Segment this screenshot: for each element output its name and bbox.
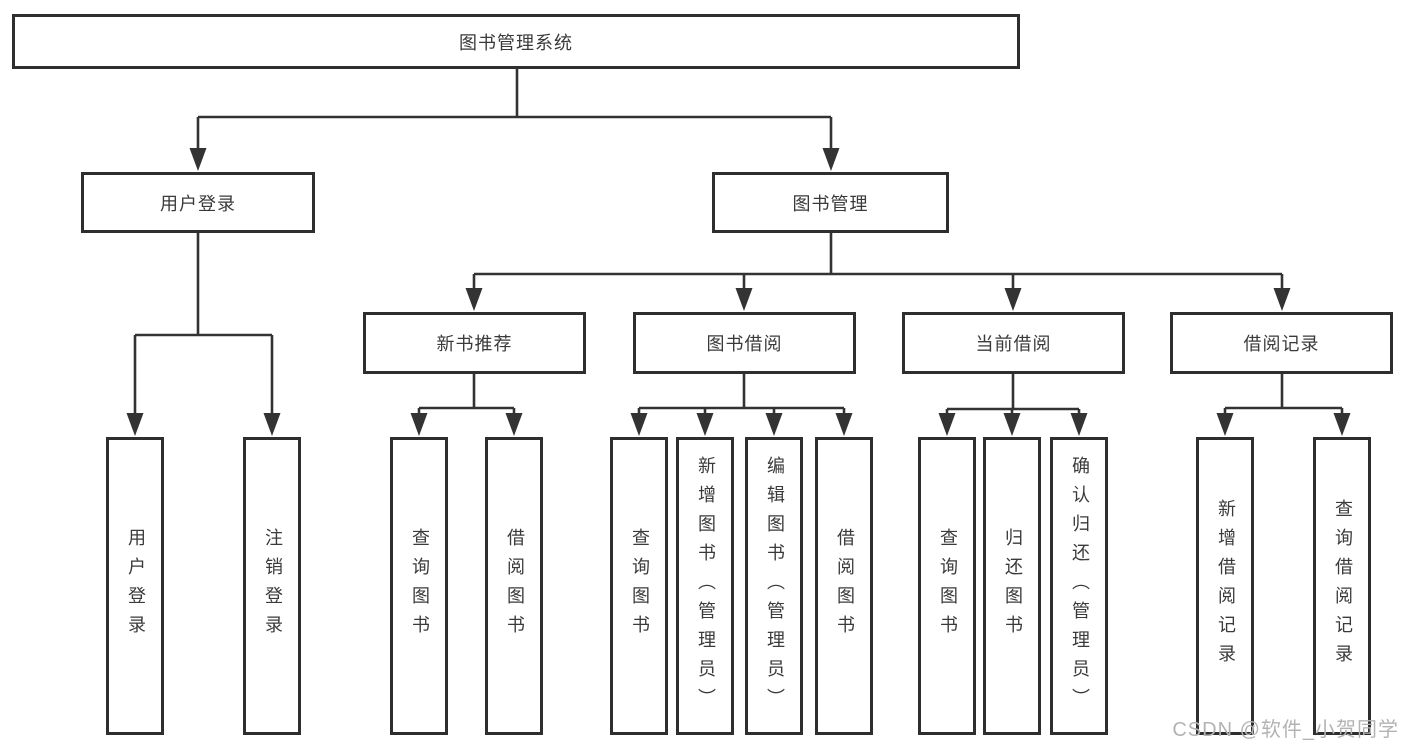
leaf-borrow-book-recommend: 借阅图书 bbox=[485, 437, 543, 735]
arrowhead-icon bbox=[505, 413, 523, 436]
leaf-edit-book-admin: 编辑图书（管理员） bbox=[745, 437, 803, 735]
arrowhead-icon bbox=[189, 148, 207, 171]
node-root: 图书管理系统 bbox=[12, 14, 1020, 69]
arrowhead-icon bbox=[765, 413, 783, 436]
leaf-add-book-admin: 新增图书（管理员） bbox=[676, 437, 734, 735]
leaf-add-borrow-record: 新增借阅记录 bbox=[1196, 437, 1254, 735]
leaf-borrow-book: 借阅图书 bbox=[815, 437, 873, 735]
node-book-borrow: 图书借阅 bbox=[633, 312, 856, 374]
arrowhead-icon bbox=[263, 413, 281, 436]
leaf-logout: 注销登录 bbox=[243, 437, 301, 735]
node-current-borrow: 当前借阅 bbox=[902, 312, 1125, 374]
arrowhead-icon bbox=[938, 413, 956, 436]
node-book-management: 图书管理 bbox=[712, 172, 949, 233]
node-borrow-record: 借阅记录 bbox=[1170, 312, 1393, 374]
arrowhead-icon bbox=[1004, 288, 1022, 311]
arrowhead-icon bbox=[1333, 413, 1351, 436]
arrowhead-icon bbox=[630, 413, 648, 436]
arrowhead-icon bbox=[126, 413, 144, 436]
node-user-login: 用户登录 bbox=[81, 172, 315, 233]
arrowhead-icon bbox=[822, 148, 840, 171]
arrowhead-icon bbox=[1273, 288, 1291, 311]
leaf-query-book-recommend: 查询图书 bbox=[390, 437, 448, 735]
leaf-confirm-return-admin: 确认归还（管理员） bbox=[1050, 437, 1108, 735]
arrowhead-icon bbox=[465, 288, 483, 311]
leaf-return-book: 归还图书 bbox=[983, 437, 1041, 735]
arrowhead-icon bbox=[1003, 413, 1021, 436]
leaf-user-login: 用户登录 bbox=[106, 437, 164, 735]
arrowhead-icon bbox=[1216, 413, 1234, 436]
leaf-query-borrow-record: 查询借阅记录 bbox=[1313, 437, 1371, 735]
node-new-book-recommend: 新书推荐 bbox=[363, 312, 586, 374]
arrowhead-icon bbox=[735, 288, 753, 311]
arrowhead-icon bbox=[835, 413, 853, 436]
arrowhead-icon bbox=[1070, 413, 1088, 436]
watermark-text: CSDN @软件_小贺同学 bbox=[1172, 719, 1399, 741]
leaf-query-book-borrow: 查询图书 bbox=[610, 437, 668, 735]
arrowhead-icon bbox=[410, 413, 428, 436]
arrowhead-icon bbox=[696, 413, 714, 436]
leaf-query-book-current: 查询图书 bbox=[918, 437, 976, 735]
